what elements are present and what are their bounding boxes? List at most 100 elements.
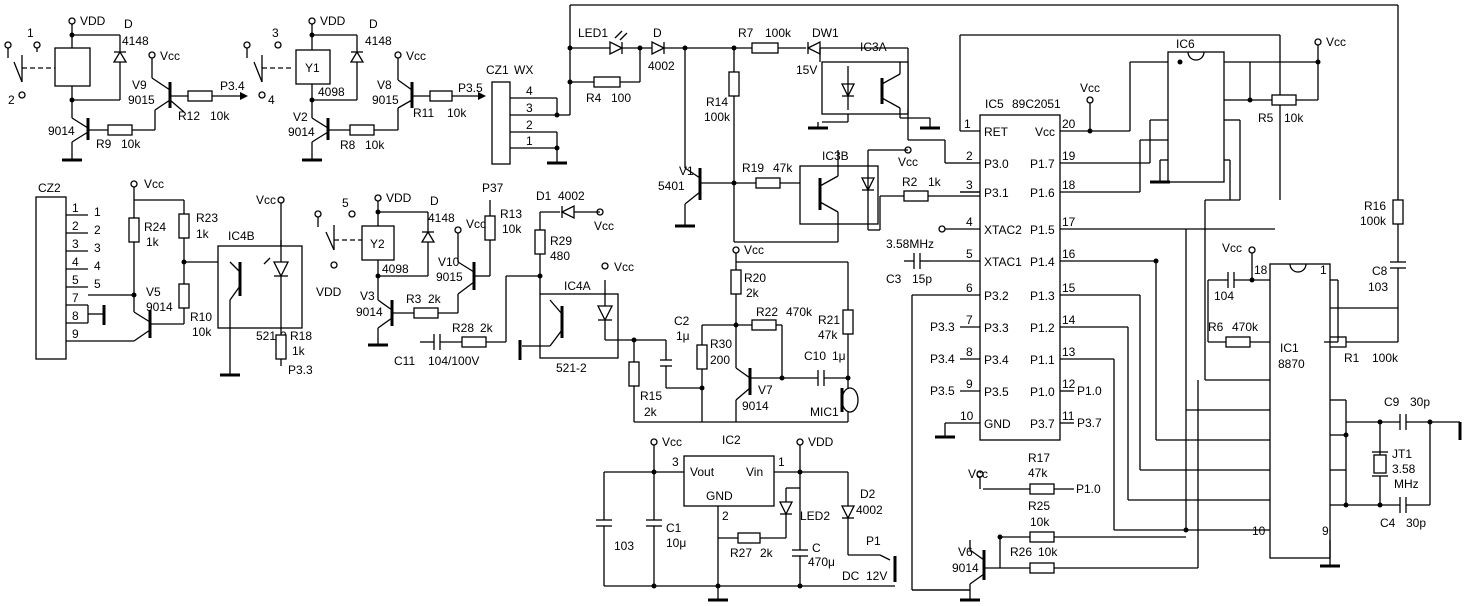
label-4148-2: 4148 [365,34,392,48]
label-c9: C9 [1384,395,1400,409]
label-r11-val: 10k [447,106,467,120]
label-r11: R11 [413,106,434,120]
label-r13: R13 [500,207,522,221]
pin-num-7: 7 [966,313,973,327]
label-p37-r13: P37 [482,181,504,195]
label-9015-v8: 9015 [372,93,399,107]
pin-num-1: 1 [964,117,971,131]
zener-dw1 [806,40,821,56]
label-c3: C3 [886,272,902,286]
label-vcc-ic6: Vcc [1326,35,1346,49]
label-r12: R12 [178,109,200,123]
label-v5: V5 [146,285,161,299]
block-line-interface: LED1 D 4002 R4 100 R7 100k DW1 15V IC3A … [567,4,1399,243]
label-r17: R17 [1028,451,1050,465]
label-c-470-val: 470μ [808,555,835,569]
label-cz1-2: 2 [526,118,533,132]
label-vcc-ic4a: Vcc [614,260,634,274]
pin-num-6: 6 [966,281,973,295]
label-r20-val: 2k [746,286,760,300]
label-ic6: IC6 [1176,37,1195,51]
label-d1: D1 [536,189,552,203]
label-v7: V7 [758,383,773,397]
cz2-pin-3: 3 [72,237,79,251]
relay-coil-1 [54,47,91,87]
cz2-pin-2: 2 [72,219,79,233]
label-521-a: 521-2 [556,361,587,375]
ext-p34: P3.4 [930,352,955,366]
label-jt1-unit: MHz [1394,477,1419,491]
pin-p35: P3.5 [984,385,1009,399]
label-c-470: C [812,541,821,555]
label-r9: R9 [96,137,112,151]
label-c104: 104 [1214,289,1234,303]
label-sw3: 3 [272,26,279,40]
pin-gnd: GND [984,417,1011,431]
led1 [609,40,624,56]
pin-num-8: 8 [966,345,973,359]
label-vdd-y2: VDD [386,191,412,205]
label-v3: V3 [360,289,375,303]
pin-num-14: 14 [1062,313,1076,327]
regulator-ic2 [683,455,775,507]
pin-num-12: 12 [1062,377,1076,391]
label-r2-val: 1k [928,175,942,189]
label-15v: 15V [796,63,817,77]
ic5-microcontroller: IC5 89C2051 RET Vcc P3.0 P1.7 P3.1 P1.6 … [907,34,1281,441]
pin-num-10: 10 [960,409,974,423]
label-v6: V6 [958,545,973,559]
label-4002-top: 4002 [648,59,675,73]
label-vcc-d1: Vcc [594,219,614,233]
label-sw2: 2 [8,93,15,107]
label-c4: C4 [1380,516,1396,530]
cz2-pin-9: 9 [72,327,79,341]
pin-ic1-18: 18 [1254,263,1268,277]
label-r5: R5 [1258,111,1274,125]
label-vcc-ic4b: Vcc [256,193,276,207]
pin-p34: P3.4 [984,353,1009,367]
label-sw4: 4 [268,93,275,107]
pin-num-17: 17 [1062,215,1076,229]
pin-p12: P1.2 [1030,321,1055,335]
pin-p31: P3.1 [984,186,1009,200]
label-c103: 103 [614,539,634,553]
cz2-pin-1: 1 [72,201,79,215]
label-p1: P1 [866,534,881,548]
label-12v: 12V [866,569,887,583]
label-r1: R1 [1344,351,1360,365]
label-vcc-v8: Vcc [406,49,426,63]
label-c11: C11 [394,354,415,368]
pin-vcc: Vcc [1035,125,1055,139]
label-r6: R6 [1208,320,1224,334]
label-r24-val: 1k [146,235,160,249]
connector-cz1: CZ1 WX 4 3 2 1 [486,63,570,165]
label-r29-val: 480 [550,249,570,263]
label-r15: R15 [640,389,662,403]
label-c9-val: 30p [1410,395,1430,409]
label-d2-val: 4002 [856,503,883,517]
cz2-out-5: 5 [94,277,101,291]
ext-p35: P3.5 [930,384,955,398]
label-r1-val: 100k [1372,351,1399,365]
block-v6: Vcc R17 47k P1.0 R25 10k V6 9014 R26 10k [912,451,1199,602]
label-r3-val: 2k [428,292,442,306]
label-vcc-v7: Vcc [744,243,764,257]
label-c2: C2 [674,314,690,328]
label-sw1: 1 [27,26,34,40]
block-relay-1: 1 2 VDD D 4148 9014 R9 10k Vcc V9 9015 P… [4,14,248,162]
label-d-2: D [369,17,378,31]
label-ic2-1: 1 [778,455,785,469]
label-r16: R16 [1364,199,1386,213]
relay-y1 [295,49,331,85]
label-r13-val: 10k [502,222,522,236]
pin-num-4: 4 [966,215,973,229]
label-c2-val: 1μ [676,329,690,343]
label-r21-val: 47k [818,328,838,342]
label-4148-3: 4148 [428,211,455,225]
pin-ret: RET [984,125,1009,139]
label-r30: R30 [710,337,732,351]
cz2-pin-8: 8 [72,309,79,323]
label-gnd-ic2: GND [706,489,733,503]
diode-d-2 [349,50,365,63]
label-r30-val: 200 [710,353,730,367]
